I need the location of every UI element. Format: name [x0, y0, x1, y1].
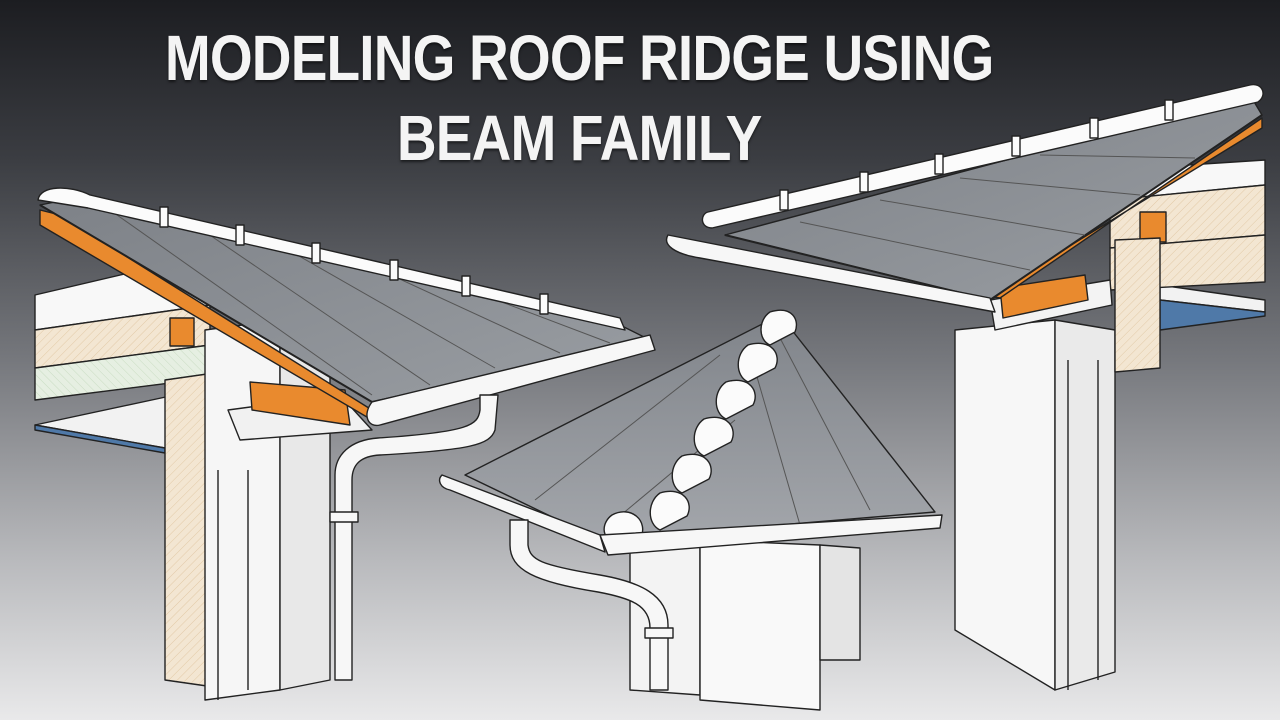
right-lean-to-roof-detail: [665, 83, 1266, 691]
thumbnail-title: MODELING ROOF RIDGE USING BEAM FAMILY: [80, 18, 1078, 178]
title-line-1: MODELING ROOF RIDGE USING: [164, 22, 994, 94]
title-line-2: BEAM FAMILY: [396, 102, 762, 174]
left-lean-to-roof-detail: [34, 187, 656, 701]
center-pyramid-roof-with-ridge: [438, 309, 943, 711]
